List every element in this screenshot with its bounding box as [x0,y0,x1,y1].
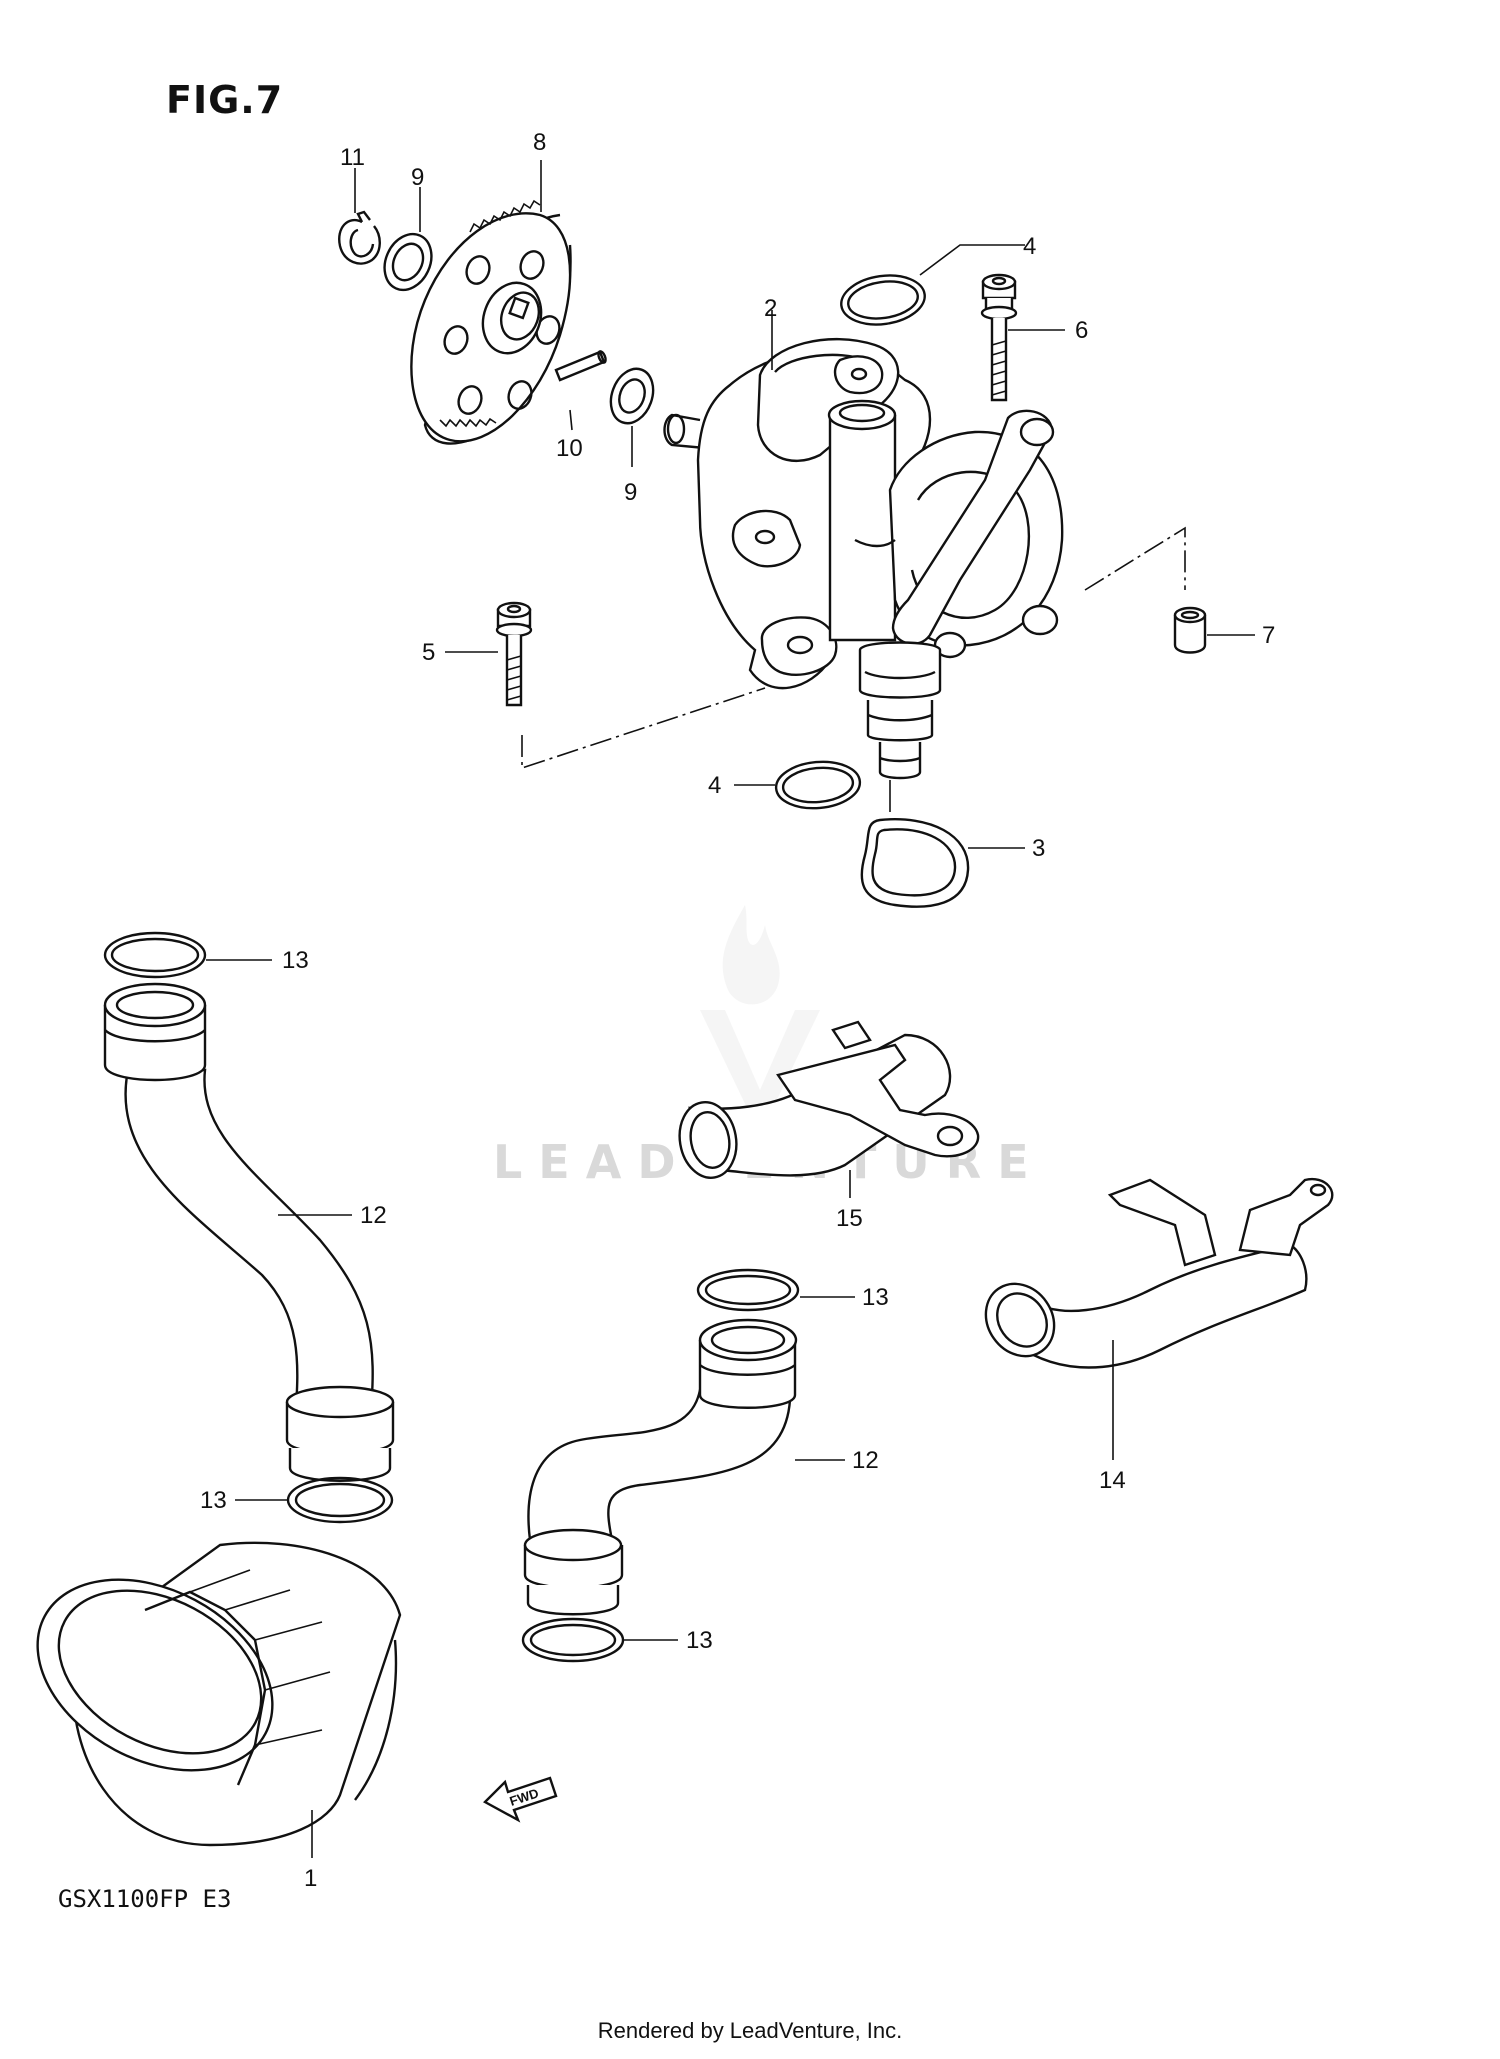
callout-numbers: 11 9 8 10 9 2 4 6 7 5 4 3 13 12 13 1 13 … [200,129,1275,1892]
callout-7: 7 [1262,622,1275,649]
part-4-o-ring-upper[interactable] [838,270,928,329]
part-12-oil-pipe-left[interactable] [103,982,395,1482]
callout-13-left-bottom: 13 [200,1487,227,1514]
part-9-washer-upper[interactable] [376,226,440,297]
part-4-o-ring-lower[interactable] [774,758,862,811]
part-7-dowel[interactable] [1173,606,1207,654]
part-12-oil-pipe-center[interactable] [523,1318,798,1616]
figure-title: FIG.7 [166,78,284,122]
callout-leader-lines [206,160,1255,1858]
callout-4-lower: 4 [708,772,721,799]
callout-10: 10 [556,435,583,462]
callout-9-lower: 9 [624,479,637,506]
model-code: GSX1100FP E3 [58,1885,232,1913]
part-6-bolt[interactable] [980,273,1018,402]
part-13-o-ring-left-top[interactable] [103,931,207,979]
part-15-oil-pipe-bracket[interactable] [674,1020,980,1182]
callout-13-left-top: 13 [282,947,309,974]
part-10-pin[interactable] [554,350,607,382]
callout-4-upper: 4 [1023,233,1036,260]
part-1-oil-filter[interactable] [5,1541,402,1847]
part-13-o-ring-left-bottom[interactable] [286,1476,394,1524]
callout-2: 2 [764,295,777,322]
part-13-o-ring-center-bottom[interactable] [521,1617,625,1663]
forward-direction-arrow-icon: FWD [483,1776,558,1823]
callout-6: 6 [1075,317,1088,344]
callout-11: 11 [340,144,365,171]
callout-8: 8 [533,129,546,156]
part-13-o-ring-center-top[interactable] [696,1268,800,1312]
callout-1: 1 [304,1865,317,1892]
part-8-oil-pump-gear[interactable] [410,199,572,445]
callout-5: 5 [422,639,435,666]
callout-9-upper: 9 [411,164,424,191]
callout-12-left: 12 [360,1202,387,1229]
assembly-guide-lines [521,526,1186,812]
callout-13-center-bottom: 13 [686,1627,713,1654]
part-9-washer-lower[interactable] [604,363,661,429]
part-3-gasket[interactable] [860,818,970,908]
part-5-bolt[interactable] [495,601,533,707]
callout-3: 3 [1032,835,1045,862]
callout-13-center-top: 13 [862,1284,889,1311]
part-14-oil-pipe-bracket[interactable] [972,1177,1334,1369]
part-11-circlip[interactable] [338,210,381,265]
footer-credit: Rendered by LeadVenture, Inc. [597,2018,903,2043]
callout-12-center: 12 [852,1447,879,1474]
callout-15: 15 [836,1205,863,1232]
callout-14: 14 [1099,1467,1126,1494]
watermark-logo-icon [700,905,820,1135]
part-2-oil-pump-assembly[interactable] [663,337,1064,780]
